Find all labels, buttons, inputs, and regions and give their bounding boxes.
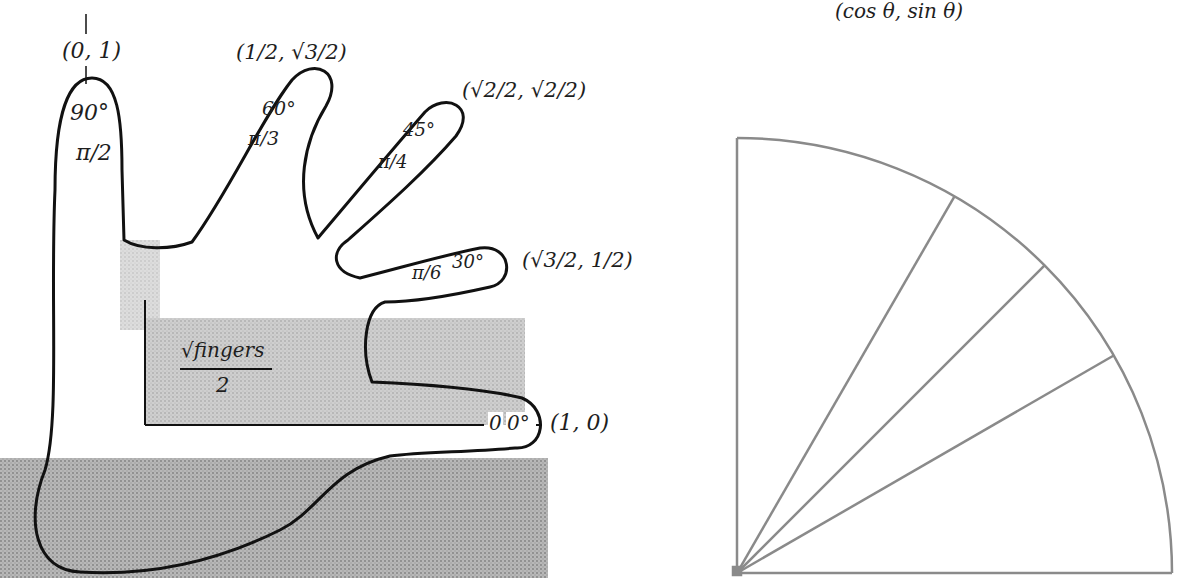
math-label: π/2 — [76, 140, 112, 165]
math-label: (cos θ, sin θ) — [835, 0, 963, 23]
math-label: 0° — [506, 412, 531, 435]
math-label: π/3 — [248, 128, 279, 150]
math-label: π/4 — [378, 152, 407, 173]
shaded-box — [145, 318, 525, 425]
shaded-box — [120, 240, 160, 330]
hand-outline — [35, 69, 540, 573]
axis-line — [144, 300, 146, 425]
math-label: (1/2, √3/2) — [236, 40, 347, 64]
math-label: (0, 1) — [62, 38, 121, 63]
math-label: (√2/2, √2/2) — [462, 78, 586, 102]
tick-line — [85, 14, 87, 34]
unit-circle — [733, 138, 1172, 575]
fraction-bar — [180, 368, 272, 370]
math-label: 90° — [70, 100, 109, 125]
math-label: √fingers — [181, 339, 264, 362]
tick-line — [85, 66, 87, 84]
math-label: 60° — [262, 98, 296, 120]
axis-line — [145, 424, 484, 426]
math-label: π/6 — [412, 263, 441, 284]
shaded-band — [0, 458, 548, 578]
math-label: 0 — [488, 412, 503, 435]
math-label: (√3/2, 1/2) — [522, 248, 633, 272]
math-label: 45° — [403, 120, 435, 141]
math-label: 2 — [216, 373, 229, 397]
axis-line — [536, 424, 542, 426]
math-label: (1, 0) — [550, 410, 609, 435]
math-label: 30° — [452, 252, 484, 273]
